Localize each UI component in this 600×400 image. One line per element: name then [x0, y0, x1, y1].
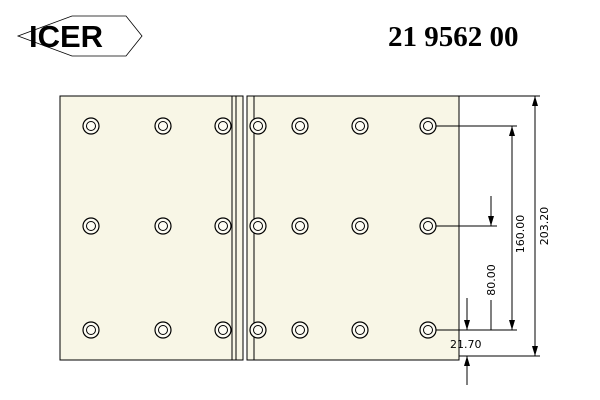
- rivet-hole: [214, 321, 232, 339]
- rivet-hole: [419, 117, 437, 135]
- arrow-head: [488, 216, 494, 226]
- dimension-lines: [436, 95, 540, 385]
- rivet-hole: [351, 321, 369, 339]
- rivet-hole: [82, 321, 100, 339]
- arrow-head: [532, 96, 538, 106]
- rivet-hole: [249, 321, 267, 339]
- dim-label-160: 160.00: [514, 215, 527, 254]
- dim-label-21: 21.70: [450, 338, 482, 351]
- rivet-hole: [82, 217, 100, 235]
- rivet-hole: [82, 117, 100, 135]
- arrow-head: [509, 126, 515, 136]
- rivet-hole: [351, 117, 369, 135]
- rivet-holes: [82, 117, 437, 339]
- arrow-head: [532, 346, 538, 356]
- dim-label-203: 203.20: [538, 207, 551, 246]
- arrow-head: [464, 320, 470, 330]
- arrow-head: [464, 356, 470, 366]
- rivet-hole: [419, 321, 437, 339]
- arrow-head: [509, 320, 515, 330]
- rivet-hole: [249, 117, 267, 135]
- rivet-hole: [214, 217, 232, 235]
- rivet-hole: [154, 217, 172, 235]
- rivet-hole: [291, 117, 309, 135]
- rivet-hole: [214, 117, 232, 135]
- rivet-hole: [154, 321, 172, 339]
- rivet-hole: [291, 217, 309, 235]
- rivet-hole: [419, 217, 437, 235]
- rivet-hole: [154, 117, 172, 135]
- rivet-hole: [291, 321, 309, 339]
- icer-logo: ICER: [16, 15, 143, 57]
- rivet-hole: [351, 217, 369, 235]
- rivet-hole: [249, 217, 267, 235]
- dim-label-80: 80.00: [485, 264, 498, 296]
- brand-text: ICER: [29, 19, 103, 54]
- part-number: 21 9562 00: [388, 21, 519, 53]
- logo-diamond-outline: [16, 15, 143, 57]
